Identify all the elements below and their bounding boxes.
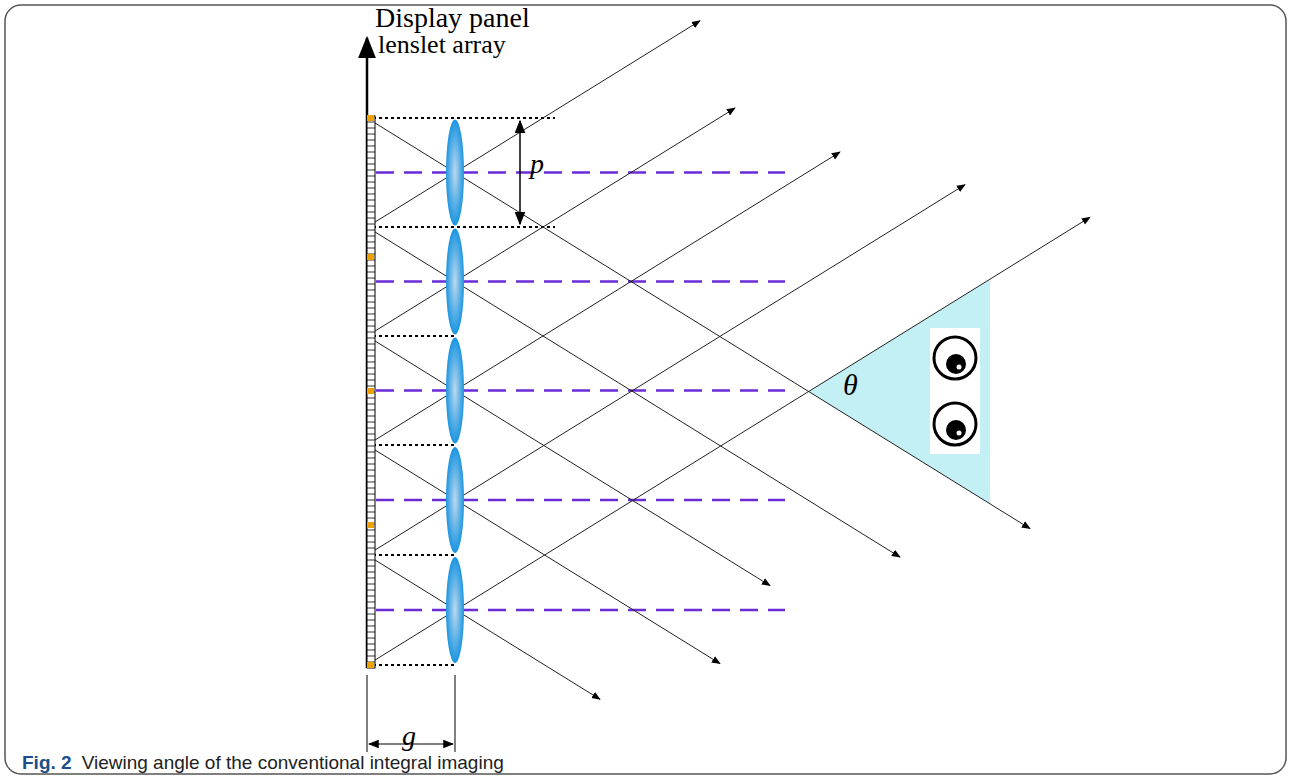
viewing-zone <box>809 279 990 504</box>
angle-label: θ <box>843 370 858 400</box>
dimension-label: g <box>402 722 416 750</box>
boundary-line <box>367 118 555 665</box>
caption-text: Viewing angle of the conventional integr… <box>82 752 504 774</box>
display-panel <box>367 38 375 668</box>
figure-frame <box>5 5 1286 774</box>
gap-dimension <box>367 675 455 752</box>
light-rays <box>367 21 1090 700</box>
axis-title: lenslet array <box>378 32 506 58</box>
pitch-dimension <box>520 121 521 224</box>
figure-number: Fig. 2 <box>22 752 72 774</box>
lenslet <box>446 120 464 664</box>
axis-title: Display panel <box>375 4 530 32</box>
figure-caption: Fig. 2 Viewing angle of the conventional … <box>22 752 504 774</box>
dimension-label: p <box>530 150 544 178</box>
viewer-eyes <box>930 328 980 454</box>
optical-axis <box>376 173 785 611</box>
